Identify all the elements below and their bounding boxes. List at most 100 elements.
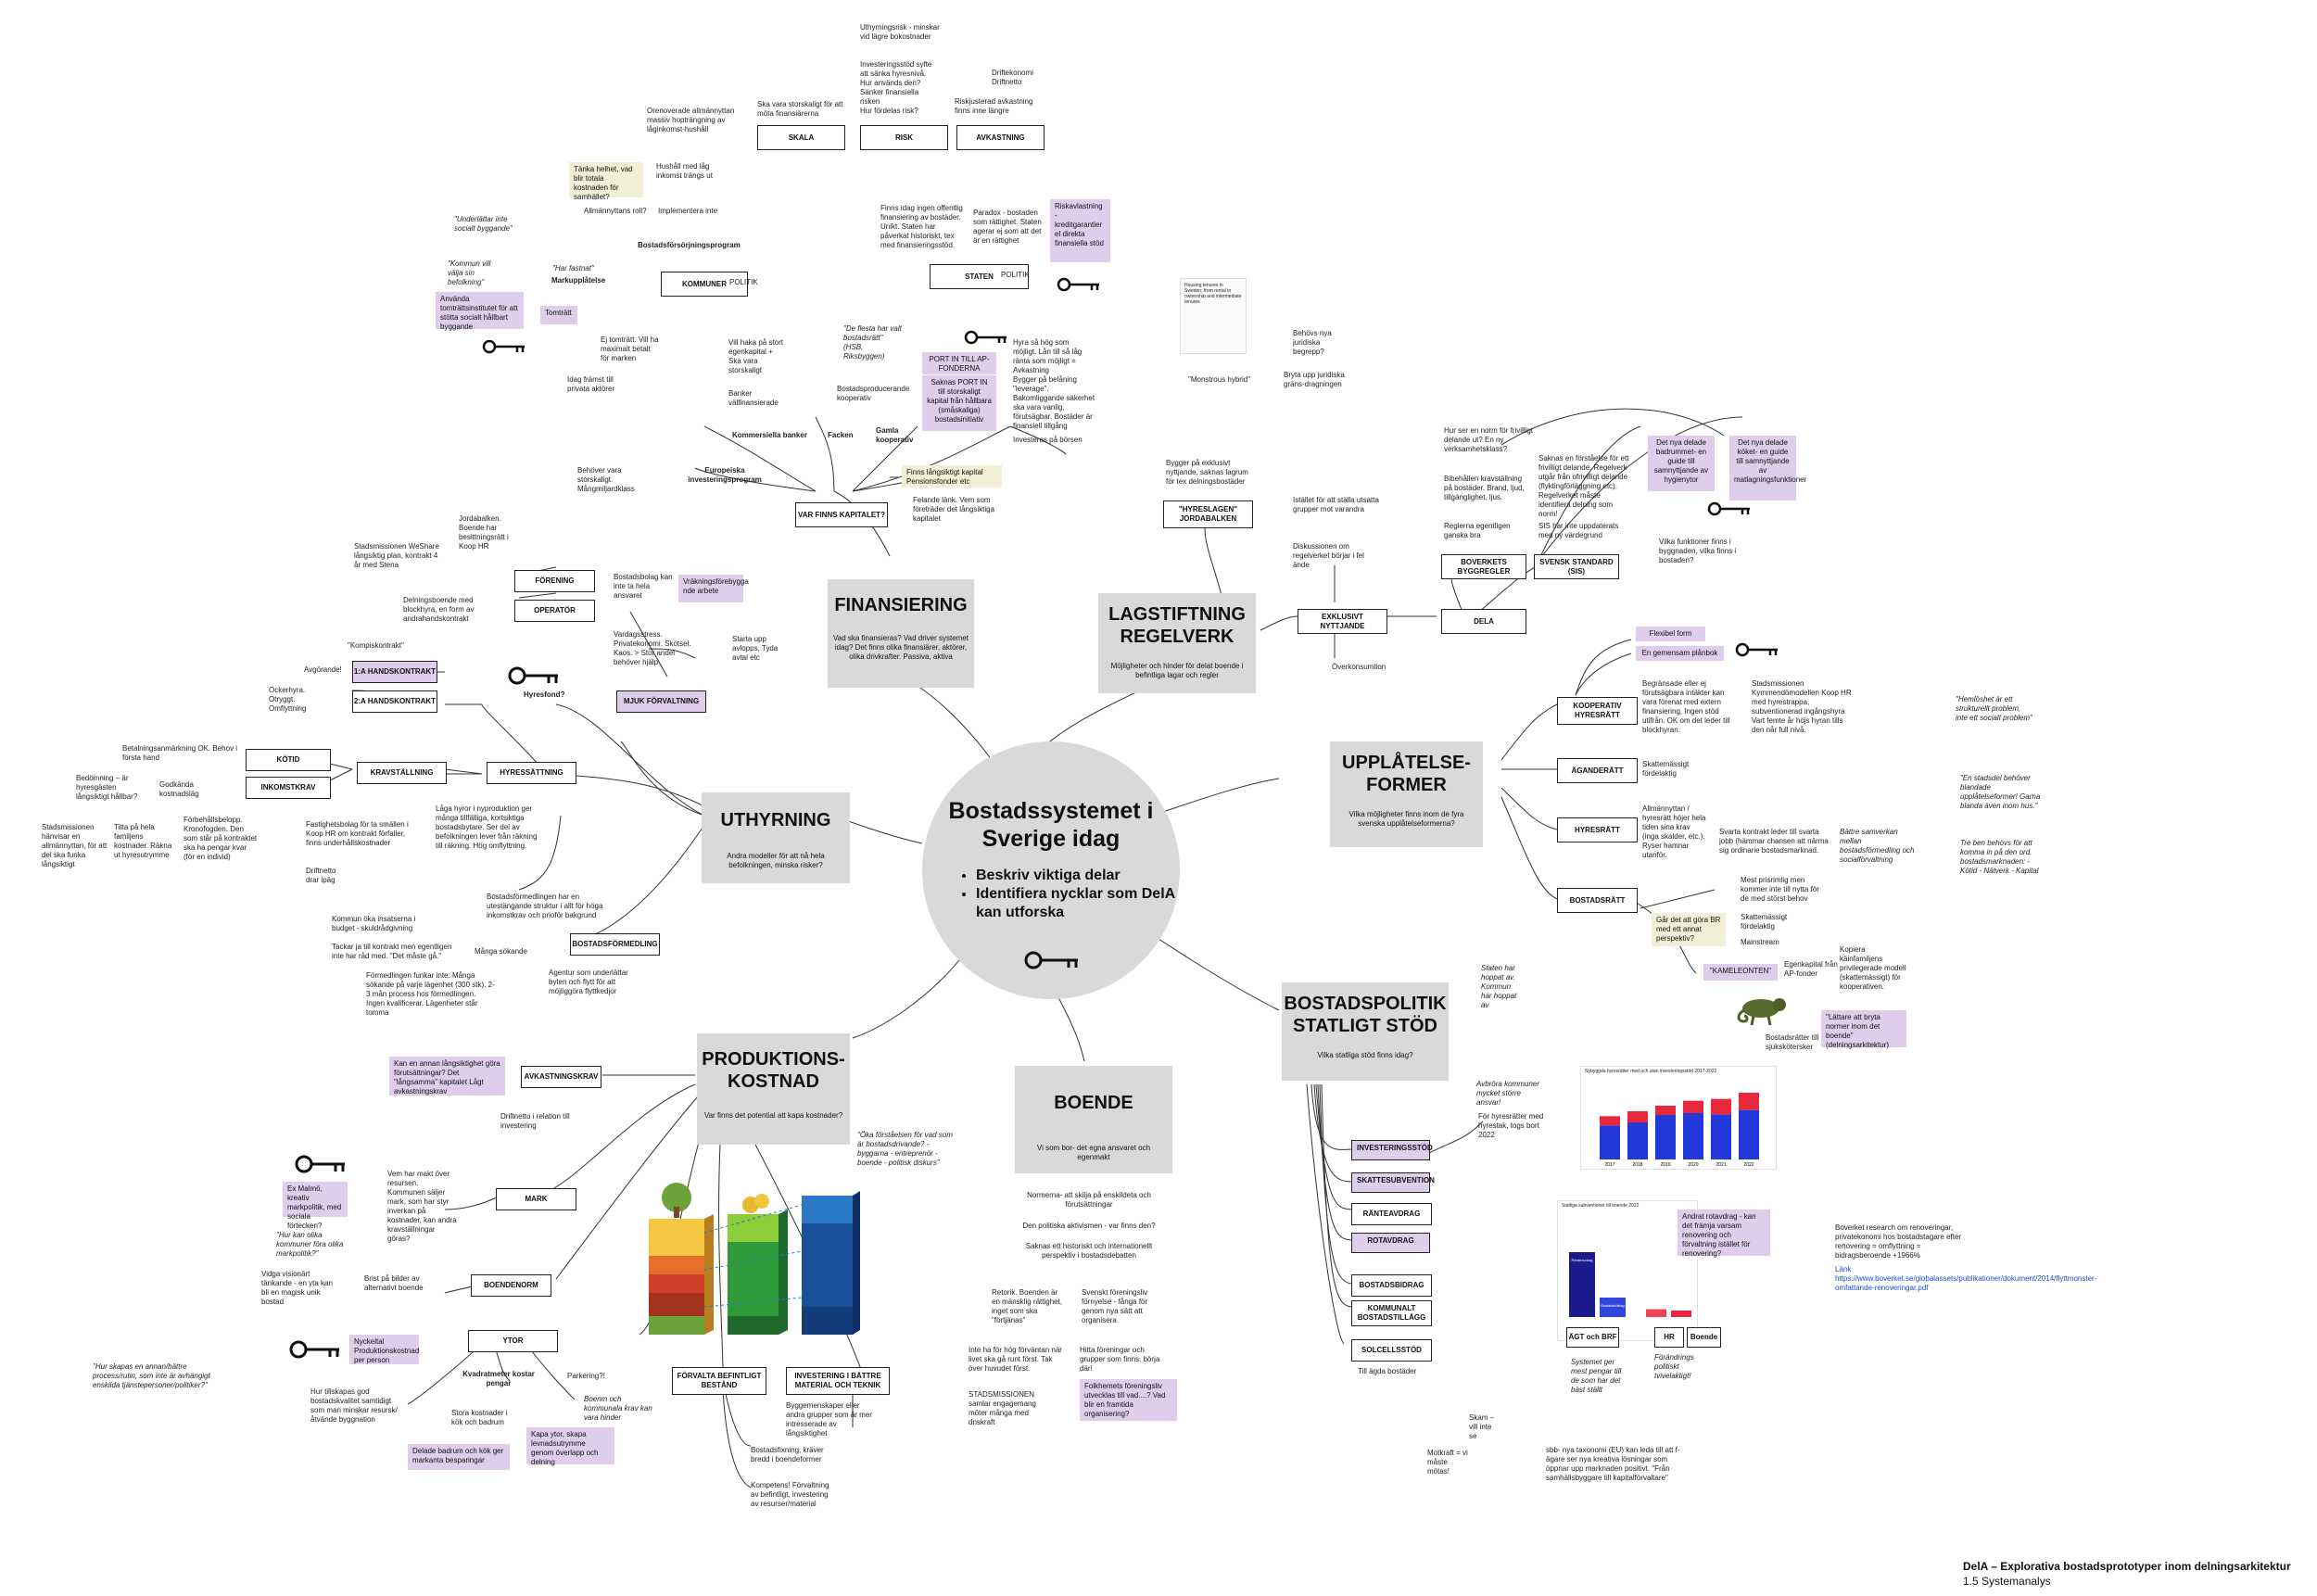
hub-boende-title: BOENDE [1015, 1066, 1172, 1140]
box-kotid: KÖTID [246, 749, 331, 771]
key-icon [289, 1340, 339, 1359]
note: Tackar ja till kontrakt men egentligen i… [332, 943, 452, 960]
note: Skattemässigt fördelaktig [1642, 760, 1690, 778]
note: POLITIK [1001, 271, 1030, 279]
note: Kopiera käinfamiljens privilegerade mode… [1840, 945, 1906, 991]
note: Delningsboende med blockhyra, en form av… [403, 596, 475, 623]
note: Hushåll med låg inkomst trängs ut [656, 162, 713, 180]
note: Svenskt föreningsliv förnyelse - fånga f… [1082, 1288, 1148, 1324]
purple-note: Riskavlastning - kreditgarantier el dire… [1050, 199, 1110, 262]
chart1-bar [1655, 1115, 1676, 1159]
key-icon [964, 330, 1007, 345]
box-kommuner: KOMMUNER [661, 272, 748, 297]
chart2-bar-label: Bostadsbidrag [1601, 1303, 1625, 1308]
note: Hyresfond? [524, 690, 565, 699]
purple-note: Flexibel form [1636, 627, 1705, 641]
box-hyreslagen: "HYRESLAGEN" JORDABALKEN [1163, 500, 1253, 528]
footer-subtitle: 1.5 Systemanalys [1963, 1575, 2051, 1588]
hub-produktion-desc: Var finns det potential att kapa kostnad… [697, 1108, 850, 1145]
box-ranteavdrag: RÄNTEAVDRAG [1351, 1203, 1432, 1225]
note: Stadsmissionen WeShare långsiktig plan, … [354, 542, 439, 569]
note: Motkraft = vi måste mötas! [1427, 1449, 1468, 1476]
note: Investeringsstöd syfte att sänka hyresni… [860, 60, 932, 106]
box-dela: DELA [1441, 609, 1526, 634]
note: Bättre samverkan mellan bostadsförmedlin… [1840, 828, 1915, 864]
note: Starta upp avlopps, Tyda avtal etc [732, 635, 779, 662]
note: Stadsmissionen hänvisar en allmännyttan,… [42, 823, 108, 868]
box-forvalta: FÖRVALTA BEFINTLIGT BESTÅND [672, 1367, 766, 1395]
box-avkastningskrav: AVKASTNINGSKRAV [521, 1066, 601, 1088]
note: Mest prisrimlig men kommer inte till nyt… [1741, 876, 1819, 903]
note: Parkering?! [567, 1372, 605, 1380]
note: Bostadsförmedlingen har en utestängande … [487, 893, 603, 919]
note: Överkonsumtion [1332, 663, 1386, 671]
box-hyresratt: HYRESRÄTT [1557, 817, 1638, 842]
hub-finansiering-title: FINANSIERING [828, 579, 974, 630]
note: Driftnetto drar ipäg [306, 867, 336, 884]
note: Godkända kostnadsläg [159, 780, 199, 798]
box-boendenorm: BOENDENORM [471, 1274, 551, 1297]
chart1-tick-label: 2021 [1716, 1162, 1726, 1168]
note: Den politiska aktivismen - var finns den… [1022, 1222, 1156, 1230]
note: "Kompiskontrakt" [348, 641, 404, 650]
box-exklusivt: EXKLUSIVT NYTTJANDE [1298, 609, 1387, 634]
chart1-bar [1711, 1098, 1731, 1115]
note: Driftekonomi Driftnetto [992, 69, 1033, 86]
note: Skam – vill inte se [1469, 1413, 1495, 1440]
box-kooperativ: KOOPERATIV HYRESRÄTT [1557, 697, 1638, 725]
chart2-bar [1671, 1311, 1691, 1317]
note: Paradox - bostaden som rättighet. Staten… [973, 209, 1042, 245]
purple-note: Tomträtt [540, 306, 577, 324]
note: Jordabalken. Boende har besittningsrätt … [459, 514, 509, 551]
chart1-bar [1739, 1093, 1759, 1110]
hub-lagstiftning-title: LAGSTIFTNING REGELVERK [1098, 593, 1256, 658]
box-bostadsbidrag: BOSTADSBIDRAG [1351, 1274, 1432, 1297]
note: "Öka förståelsen för vad som är bostadsd… [857, 1131, 953, 1167]
note: Normerna- att skilja på enskildeta och f… [1027, 1191, 1151, 1209]
purple-note: Ex Malmö, kreativ markpolitik, med socia… [283, 1182, 348, 1230]
chart1: Nybyggda hyresrätter med och utan invest… [1580, 1066, 1777, 1170]
note: Kommersiella banker [732, 431, 807, 439]
key-icon [508, 666, 558, 685]
purple-note: En gemensam plånbok [1636, 646, 1724, 661]
note: Staten har hoppat av. Kommun har hoppat … [1481, 964, 1517, 1009]
box-handskontrakt2: 2:A HANDSKONTRAKT [352, 690, 437, 713]
note: "Hur skapas en annan/bättre process/ruti… [93, 1362, 210, 1389]
chart1-bar [1683, 1113, 1703, 1159]
purple-note: Saknas PORT IN till storskaligt kapital … [922, 375, 996, 431]
center-bullet: Beskriv viktiga delar [976, 867, 1180, 885]
box-kravstallning: KRAVSTÄLLNING [357, 762, 447, 784]
chart2-bar [1600, 1298, 1626, 1317]
note: Bygger på exklusivt nyttjande, saknas la… [1166, 459, 1248, 486]
note: STADSMISSIONEN samlar engagemang möter m… [969, 1390, 1036, 1426]
note: Behövs nya juridiska begrepp? [1293, 329, 1332, 356]
note: Stora kostnader i kök och badrum [451, 1409, 508, 1426]
chart1-tick-label: 2017 [1604, 1162, 1614, 1168]
note: Vem har makt över resursen. Kommunen säl… [387, 1170, 457, 1243]
box-avkastning: AVKASTNING [956, 125, 1045, 150]
note: Många sökande [475, 947, 527, 956]
chart1-bar [1739, 1109, 1759, 1159]
note: Diskussionen om regelverket börjar i fel… [1293, 542, 1364, 569]
box-bostadsratt: BOSTADSRÄTT [1557, 888, 1638, 913]
center-title: Bostadssystemet i Sverige idag [948, 798, 1154, 852]
note: Vilka funktioner finns i byggnaden, vilk… [1659, 538, 1737, 564]
note: Gamla kooperativ [876, 426, 914, 444]
purple-note: PORT IN TILL AP-FONDERNA [922, 352, 996, 374]
note: Uthyrningsrisk - minskar vid lägre bokos… [860, 23, 940, 41]
note: Kompetens! Förvaltning av befintligt, in… [751, 1481, 829, 1508]
note: Hur tillskapas god bostadskvalitet samti… [310, 1387, 398, 1424]
note: Facken [828, 431, 854, 439]
note: "Underlättar inte socialt byggande" [454, 215, 513, 233]
box-investeringsstod: INVESTERINGSSTÖD [1351, 1140, 1433, 1160]
note: Saknas en förståelse för ett frivilligt … [1538, 454, 1629, 518]
chart2-bar [1646, 1309, 1666, 1317]
box-kommunalt: KOMMUNALT BOSTADSTILLÄGG [1351, 1300, 1432, 1326]
note: Vidga visionärt tänkande - en yta kan bl… [261, 1270, 333, 1306]
note: Egenkapital från AP-fonder [1784, 960, 1838, 978]
hub-boende-desc: Vi som bor- det egna ansvaret och egenma… [1015, 1140, 1172, 1173]
note: "De flesta har valt bostadsrätt" (HSB, R… [843, 324, 902, 361]
hub-upplatelse-title: UPPLÅTELSE-FORMER [1330, 741, 1483, 806]
